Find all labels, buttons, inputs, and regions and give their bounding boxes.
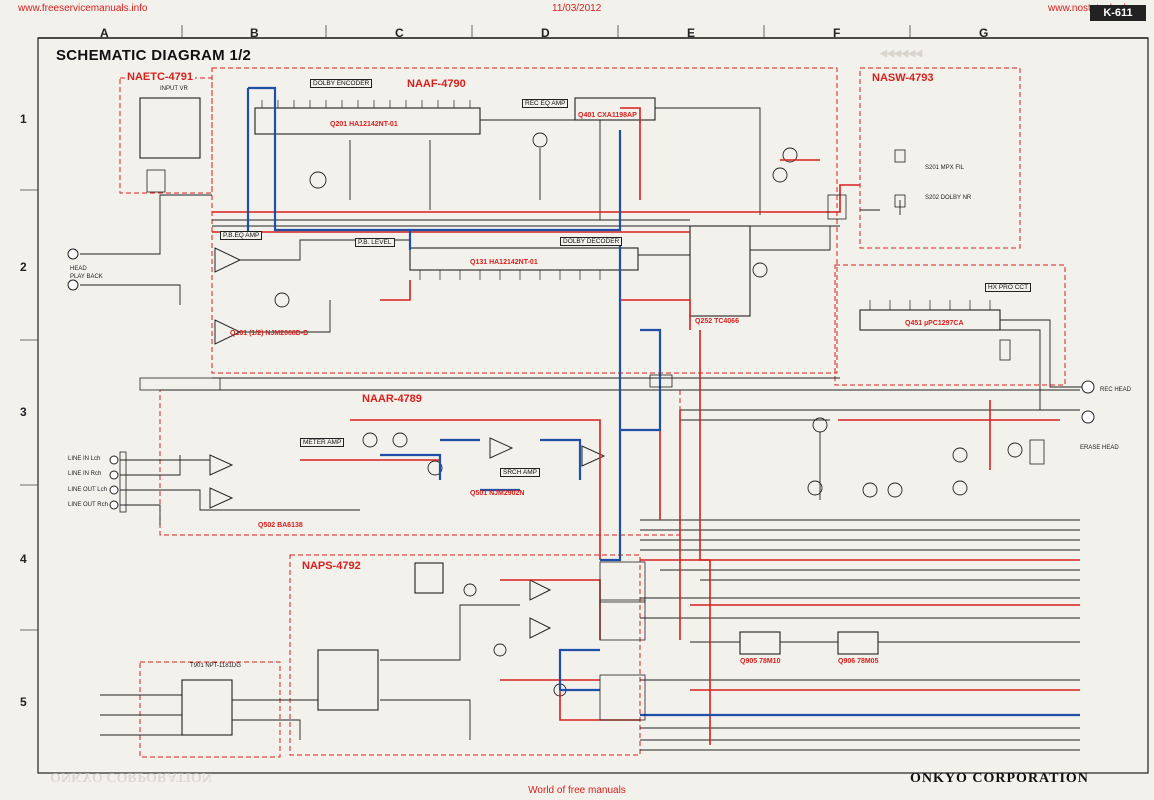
manufacturer-name: ONKYO CORPORATION	[910, 771, 1089, 786]
col-b: B	[250, 26, 259, 40]
ic-q201: Q201 HA12142NT-01	[330, 121, 398, 128]
naar-boundary	[159, 389, 681, 536]
label-rec-eq-amp: REC EQ AMP	[522, 99, 569, 108]
label-erase-head: ERASE HEAD	[1080, 445, 1119, 451]
page-code-badge: K-611	[1090, 5, 1146, 21]
block-naar: NAAR-4789	[360, 393, 424, 405]
block-naps: NAPS-4792	[300, 560, 363, 572]
label-srch-amp: SRCH AMP	[500, 468, 540, 477]
footer-link[interactable]: World of free manuals	[528, 785, 626, 796]
label-meter-amp: METER AMP	[300, 438, 345, 447]
label-dolby-decoder: DOLBY DECODER	[560, 237, 623, 246]
col-f: F	[833, 26, 841, 40]
naps-boundary	[289, 554, 641, 756]
ic-q501: Q501 NJM2902N	[470, 490, 525, 497]
t901-transformer	[317, 649, 379, 711]
q131-ic-body	[409, 247, 639, 271]
block-naetc: NAETC-4791	[125, 71, 196, 83]
row-3: 3	[20, 405, 27, 419]
col-a: A	[100, 26, 109, 40]
col-c: C	[395, 26, 404, 40]
ic-q905: Q905 78M10	[740, 658, 781, 665]
q252-ic-body	[689, 225, 751, 317]
source-url-right[interactable]: www.nostatech.nl	[1048, 3, 1126, 14]
ic-q451: Q451 µPC1297CA	[905, 320, 964, 327]
label-s202: S202 DOLBY NR	[925, 195, 972, 201]
row-4: 4	[20, 552, 27, 566]
label-pb-level: P.B. LEVEL	[355, 238, 395, 247]
col-g: G	[979, 26, 989, 40]
label-t901: T901 NPT-1181DG	[190, 663, 241, 669]
ic-q502: Q502 BA6138	[258, 522, 303, 529]
label-hx-pro: HX PRO CCT	[985, 283, 1032, 292]
ic-q101: Q101 (1/2) NJM2068D-D	[230, 330, 309, 337]
label-play-back: PLAY BACK	[70, 274, 103, 280]
diagram-title: SCHEMATIC DIAGRAM 1/2	[56, 47, 252, 64]
ic-q131: Q131 HA12142NT-01	[470, 259, 538, 266]
label-line-out-lch: LINE OUT Lch	[68, 487, 107, 493]
col-d: D	[541, 26, 550, 40]
q906-ic-body	[837, 631, 879, 655]
block-naaf: NAAF-4790	[405, 78, 468, 90]
label-s201: S201 MPX FIL	[925, 165, 965, 171]
row-2: 2	[20, 260, 27, 274]
q201-ic-body	[254, 107, 481, 135]
q401-ic-body	[574, 97, 656, 121]
t901b-transformer	[181, 679, 233, 736]
label-line-in-rch: LINE IN Rch	[68, 471, 102, 477]
label-line-in-lch: LINE IN Lch	[68, 456, 101, 462]
col-e: E	[687, 26, 696, 40]
label-head: HEAD	[70, 266, 87, 272]
source-url-left[interactable]: www.freeservicemanuals.info	[18, 3, 148, 14]
ic-q906: Q906 78M05	[838, 658, 879, 665]
bridge-rectifier	[414, 562, 444, 594]
label-input-vr: INPUT VR	[160, 86, 188, 92]
hx-boundary	[834, 264, 1066, 386]
nasw-boundary	[859, 67, 1021, 249]
ic-q401: Q401 CXA1198AP	[578, 112, 637, 119]
label-line-out-rch: LINE OUT Rch	[68, 502, 108, 508]
label-rec-head: REC HEAD	[1100, 387, 1132, 393]
row-1: 1	[20, 112, 27, 126]
q905-ic-body	[739, 631, 781, 655]
label-pb-eq-amp: P.B.EQ AMP	[220, 231, 263, 240]
naetc-boundary	[119, 77, 213, 194]
ic-q252: Q252 TC4066	[695, 318, 739, 325]
row-5: 5	[20, 695, 27, 709]
naaf-boundary	[211, 67, 838, 374]
ghost-mirror-footer: ONKYO CORPORATION	[50, 769, 212, 784]
block-nasw: NASW-4793	[870, 72, 936, 84]
label-dolby-encoder: DOLBY ENCODER	[310, 79, 373, 88]
trans-boundary	[139, 661, 281, 758]
input-vr-body	[139, 97, 201, 159]
header-date: 11/03/2012	[552, 3, 602, 14]
